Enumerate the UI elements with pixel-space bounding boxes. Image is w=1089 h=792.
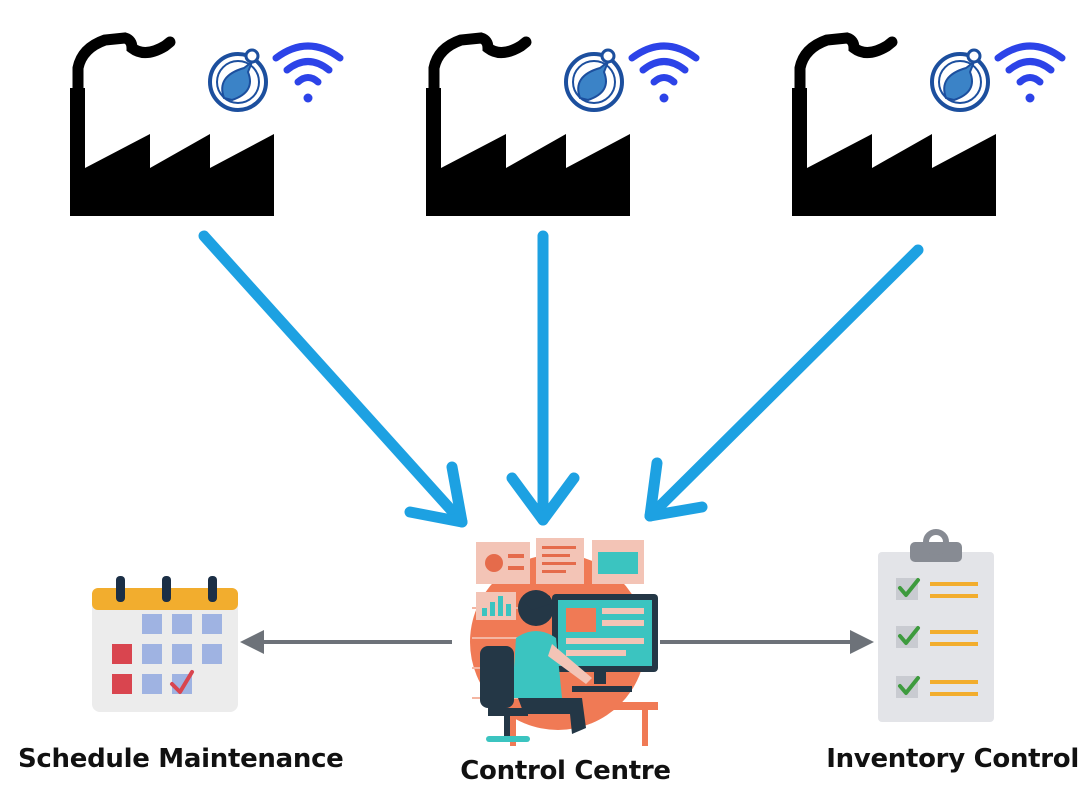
flow-arrow-right — [644, 244, 924, 522]
gauge-sensor-icon — [208, 48, 268, 112]
factory-left — [70, 38, 340, 216]
factory-center — [426, 38, 696, 216]
control-centre-operator-icon — [470, 538, 658, 746]
arrow-to-schedule — [240, 630, 452, 654]
calendar-icon — [92, 576, 238, 712]
factory-icon — [792, 38, 996, 216]
wifi-signal-icon — [632, 46, 696, 103]
clipboard-checklist-icon — [878, 529, 994, 722]
gauge-sensor-icon — [564, 48, 624, 112]
schedule-maintenance-label: Schedule Maintenance — [18, 744, 344, 774]
arrow-to-inventory — [660, 630, 874, 654]
wifi-signal-icon — [998, 46, 1062, 103]
gauge-sensor-icon — [930, 48, 990, 112]
factory-right — [792, 38, 1062, 216]
factory-icon — [70, 38, 274, 216]
flow-arrow-center — [506, 230, 580, 526]
inventory-control-label: Inventory Control — [826, 744, 1079, 774]
wifi-signal-icon — [276, 46, 340, 103]
flow-arrow-left — [198, 230, 468, 528]
factory-icon — [426, 38, 630, 216]
control-centre-label: Control Centre — [460, 756, 671, 786]
